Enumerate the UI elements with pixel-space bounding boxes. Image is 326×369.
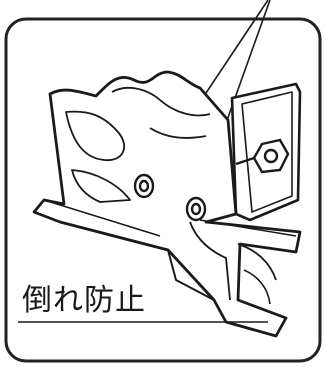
diagram-frame: [4, 17, 322, 363]
bolt-icon: [133, 173, 155, 199]
anti-tip-bracket-icon: [32, 70, 302, 338]
caption-label: 倒れ防止: [22, 283, 146, 318]
hex-nut-icon: [235, 138, 290, 174]
bolt-icon: [185, 196, 207, 222]
